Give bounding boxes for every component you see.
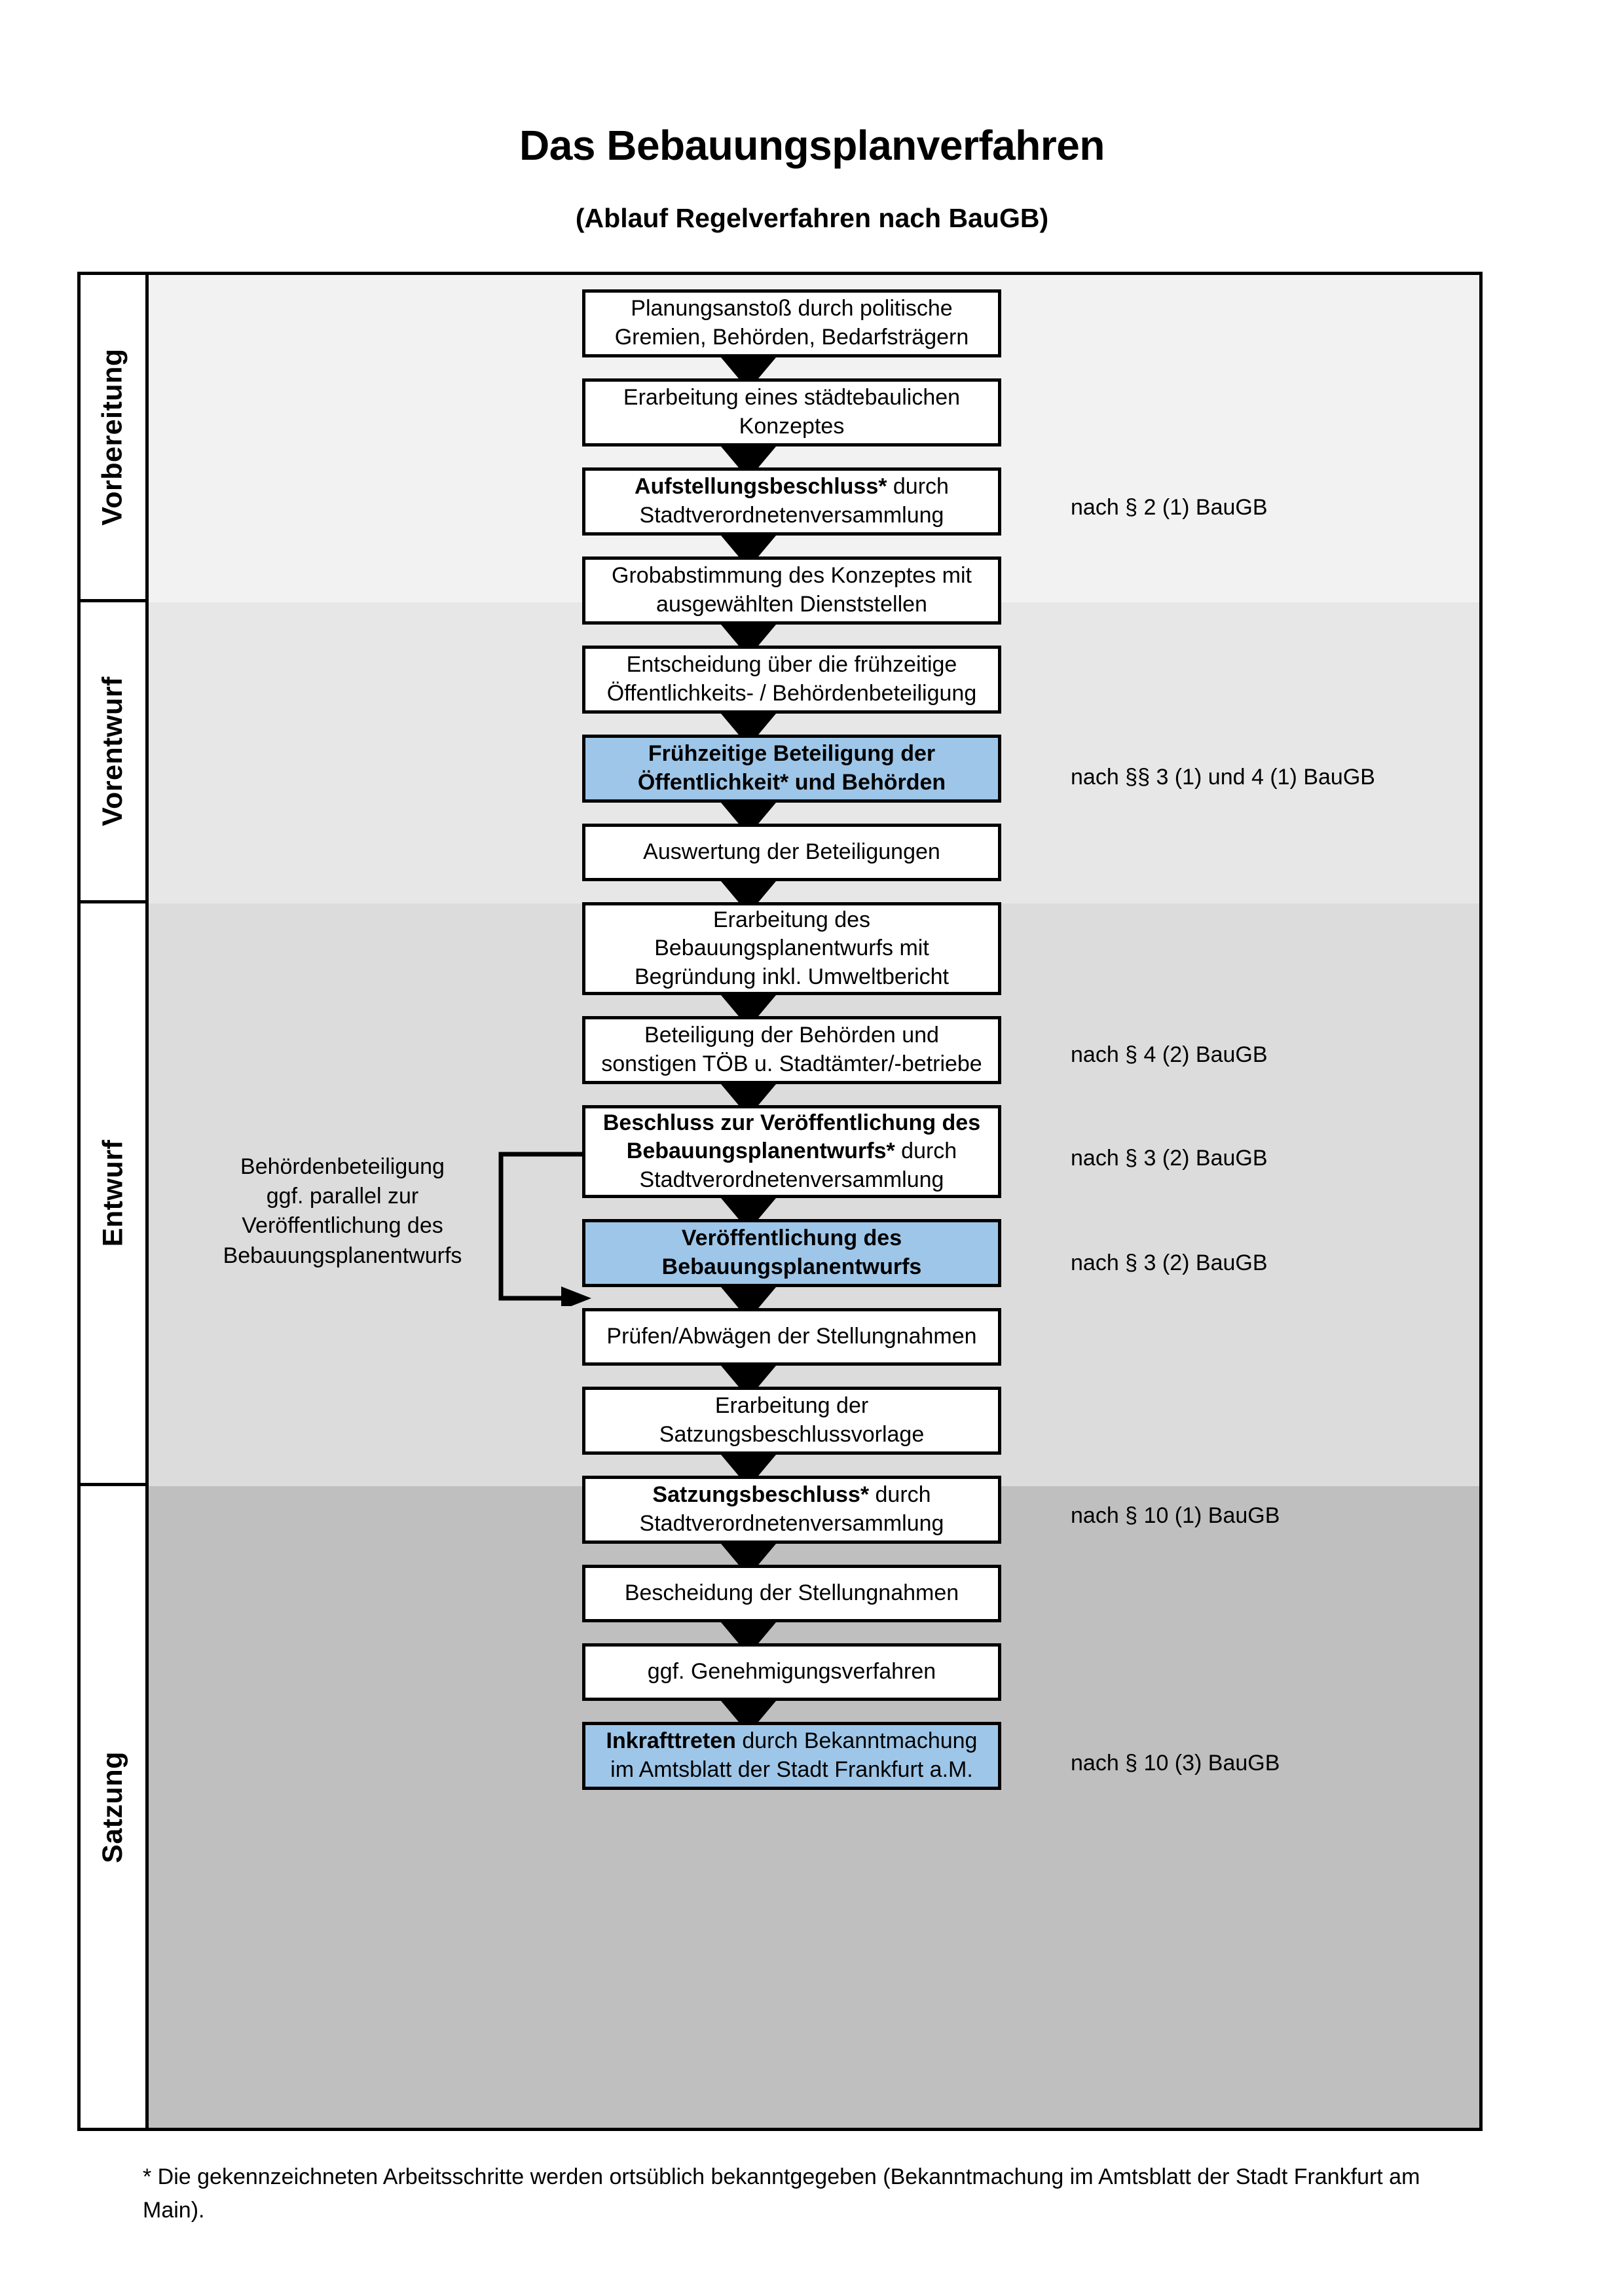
side-note-line: Bebauungsplanentwurfs (223, 1243, 462, 1268)
step-line: Auswertung der Beteiligungen (643, 839, 940, 865)
side-note-line: Behördenbeteiligung (240, 1154, 445, 1179)
step-box-bescheidung-stellungnahmen[interactable]: Bescheidung der Stellungnahmen (582, 1565, 1001, 1622)
step-box-aufstellungsbeschluss[interactable]: Aufstellungsbeschluss* durch Stadtverord… (582, 467, 1001, 536)
step-line: Stadtverordnetenversammlung (639, 1167, 944, 1192)
step-box-grobabstimmung[interactable]: Grobabstimmung des Konzeptes mit ausgewä… (582, 556, 1001, 625)
step-emphasis: Satzungsbeschluss* (652, 1482, 870, 1508)
step-emphasis: Öffentlichkeit* und Behörden (637, 770, 946, 795)
page-title: Das Bebauungsplanverfahren (519, 122, 1105, 169)
step-emphasis: Inkrafttreten (606, 1728, 736, 1754)
step-emphasis: Bebauungsplanentwurfs* (626, 1139, 895, 1164)
step-line-rest: durch (887, 474, 949, 500)
step-line: Öffentlichkeits- / Behördenbeteiligung (606, 681, 977, 706)
step-box-fruehzeitige-beteiligung[interactable]: Frühzeitige Beteiligung der Öffentlichke… (582, 735, 1001, 803)
step-line: Erarbeitung eines städtebaulichen (623, 385, 961, 410)
step-emphasis: Beschluss zur Veröffentlichung des (602, 1110, 981, 1135)
step-line: Gremien, Behörden, Bedarfsträgern (614, 325, 969, 350)
step-line: Stadtverordnetenversammlung (639, 503, 944, 528)
step-line: Erarbeitung des (712, 907, 871, 932)
step-line: Öffentlichkeit* und Behörden (638, 769, 946, 797)
legal-reference-10-1: nach § 10 (1) BauGB (1071, 1503, 1280, 1528)
step-line: Beteiligung der Behörden und (644, 1023, 939, 1048)
step-box-satzungsbeschlussvorlage[interactable]: Erarbeitung der Satzungsbeschlussvorlage (582, 1387, 1001, 1455)
step-line: Begründung inkl. Umweltbericht (634, 964, 950, 989)
step-line: Planungsanstoß durch politische (631, 296, 953, 321)
step-line-rest: durch Bekanntmachung (735, 1728, 978, 1754)
step-box-satzungsbeschluss[interactable]: Satzungsbeschluss* durch Stadtverordnete… (582, 1476, 1001, 1544)
step-line: Aufstellungsbeschluss* durch (635, 473, 949, 501)
step-line: Bescheidung der Stellungnahmen (624, 1580, 959, 1606)
phase-label-entwurf: Entwurf (81, 903, 149, 1486)
step-box-genehmigungsverfahren[interactable]: ggf. Genehmigungsverfahren (582, 1643, 1001, 1701)
flowchart-frame: Vorbereitung Vorentwurf Entwurf Satzung … (77, 272, 1483, 2131)
step-line: Entscheidung über die frühzeitige (626, 652, 957, 678)
step-line: Beschluss zur Veröffentlichung des (603, 1109, 980, 1138)
step-box-beteiligung-behoerden-toeb[interactable]: Beteiligung der Behörden und sonstigen T… (582, 1016, 1001, 1084)
step-line: Inkrafttreten durch Bekanntmachung (606, 1727, 978, 1756)
step-line: ausgewählten Dienststellen (656, 592, 927, 617)
step-line: Konzeptes (739, 414, 845, 439)
step-box-inkrafttreten[interactable]: Inkrafttreten durch Bekanntmachung im Am… (582, 1722, 1001, 1790)
step-line: Satzungsbeschlussvorlage (659, 1422, 925, 1447)
step-box-beschluss-veroeffentlichung[interactable]: Beschluss zur Veröffentlichung des Bebau… (582, 1105, 1001, 1198)
step-emphasis: Aufstellungsbeschluss* (635, 474, 887, 500)
step-line: Satzungsbeschluss* durch (640, 1481, 944, 1510)
step-box-erarbeitung-bebauungsplanentwurf[interactable]: Erarbeitung des Bebauungsplanentwurfs mi… (582, 902, 1001, 995)
page-subtitle: (Ablauf Regelverfahren nach BauGB) (575, 203, 1049, 233)
step-line: Grobabstimmung des Konzeptes mit (612, 563, 972, 589)
phase-label-text: Vorbereitung (97, 348, 129, 526)
step-line: Frühzeitige Beteiligung der (638, 740, 946, 769)
step-line: Bebauungsplanentwurfs (662, 1253, 922, 1282)
step-emphasis: Frühzeitige Beteiligung der (648, 741, 936, 767)
side-note-behoerdenbeteiligung: Behördenbeteiligung ggf. parallel zur Ve… (159, 1152, 526, 1271)
step-line: Bebauungsplanentwurfs* durch (603, 1137, 980, 1166)
legal-reference-3-2-a: nach § 3 (2) BauGB (1071, 1146, 1268, 1171)
phase-label-vorentwurf: Vorentwurf (81, 602, 149, 903)
step-line-rest: durch (895, 1139, 957, 1164)
step-box-planungsanstoss[interactable]: Planungsanstoß durch politische Gremien,… (582, 289, 1001, 357)
side-note-line: ggf. parallel zur (266, 1184, 419, 1209)
step-line: Prüfen/Abwägen der Stellungnahmen (606, 1324, 977, 1349)
step-line: sonstigen TÖB u. Stadtämter/-betriebe (601, 1051, 982, 1076)
step-box-veroeffentlichung-entwurf[interactable]: Veröffentlichung des Bebauungsplanentwur… (582, 1219, 1001, 1287)
legal-reference-10-3: nach § 10 (3) BauGB (1071, 1751, 1280, 1776)
phase-label-text: Satzung (97, 1751, 128, 1863)
step-line: Erarbeitung der (714, 1393, 869, 1419)
step-emphasis: Veröffentlichung des (681, 1226, 902, 1251)
phase-label-satzung: Satzung (81, 1486, 149, 2128)
step-line: Stadtverordnetenversammlung (639, 1511, 944, 1536)
step-line: ggf. Genehmigungsverfahren (647, 1659, 936, 1685)
step-line-rest: durch (869, 1482, 931, 1508)
phase-label-text: Entwurf (97, 1139, 129, 1247)
phase-label-vorbereitung: Vorbereitung (81, 275, 149, 602)
legal-reference-3-2-b: nach § 3 (2) BauGB (1071, 1250, 1268, 1275)
step-line: im Amtsblatt der Stadt Frankfurt a.M. (610, 1757, 973, 1782)
step-box-entscheidung-fruehzeitige-beteiligung[interactable]: Entscheidung über die frühzeitige Öffent… (582, 646, 1001, 714)
step-box-pruefen-abwaegen[interactable]: Prüfen/Abwägen der Stellungnahmen (582, 1308, 1001, 1366)
legal-reference-2-1: nach § 2 (1) BauGB (1071, 495, 1268, 520)
phase-label-text: Vorentwurf (97, 676, 129, 826)
legal-reference-4-2: nach § 4 (2) BauGB (1071, 1042, 1268, 1067)
step-line: Veröffentlichung des (662, 1224, 922, 1253)
step-line: Bebauungsplanentwurfs mit (654, 936, 929, 961)
step-box-staedtebauliches-konzept[interactable]: Erarbeitung eines städtebaulichen Konzep… (582, 378, 1001, 446)
legal-reference-3-1-4-1: nach §§ 3 (1) und 4 (1) BauGB (1071, 765, 1375, 790)
step-emphasis: Bebauungsplanentwurfs (661, 1254, 922, 1279)
step-box-auswertung-beteiligungen[interactable]: Auswertung der Beteiligungen (582, 824, 1001, 881)
footnote-text: * Die gekennzeichneten Arbeitsschritte w… (143, 2164, 1420, 2223)
side-note-line: Veröffentlichung des (242, 1213, 443, 1239)
